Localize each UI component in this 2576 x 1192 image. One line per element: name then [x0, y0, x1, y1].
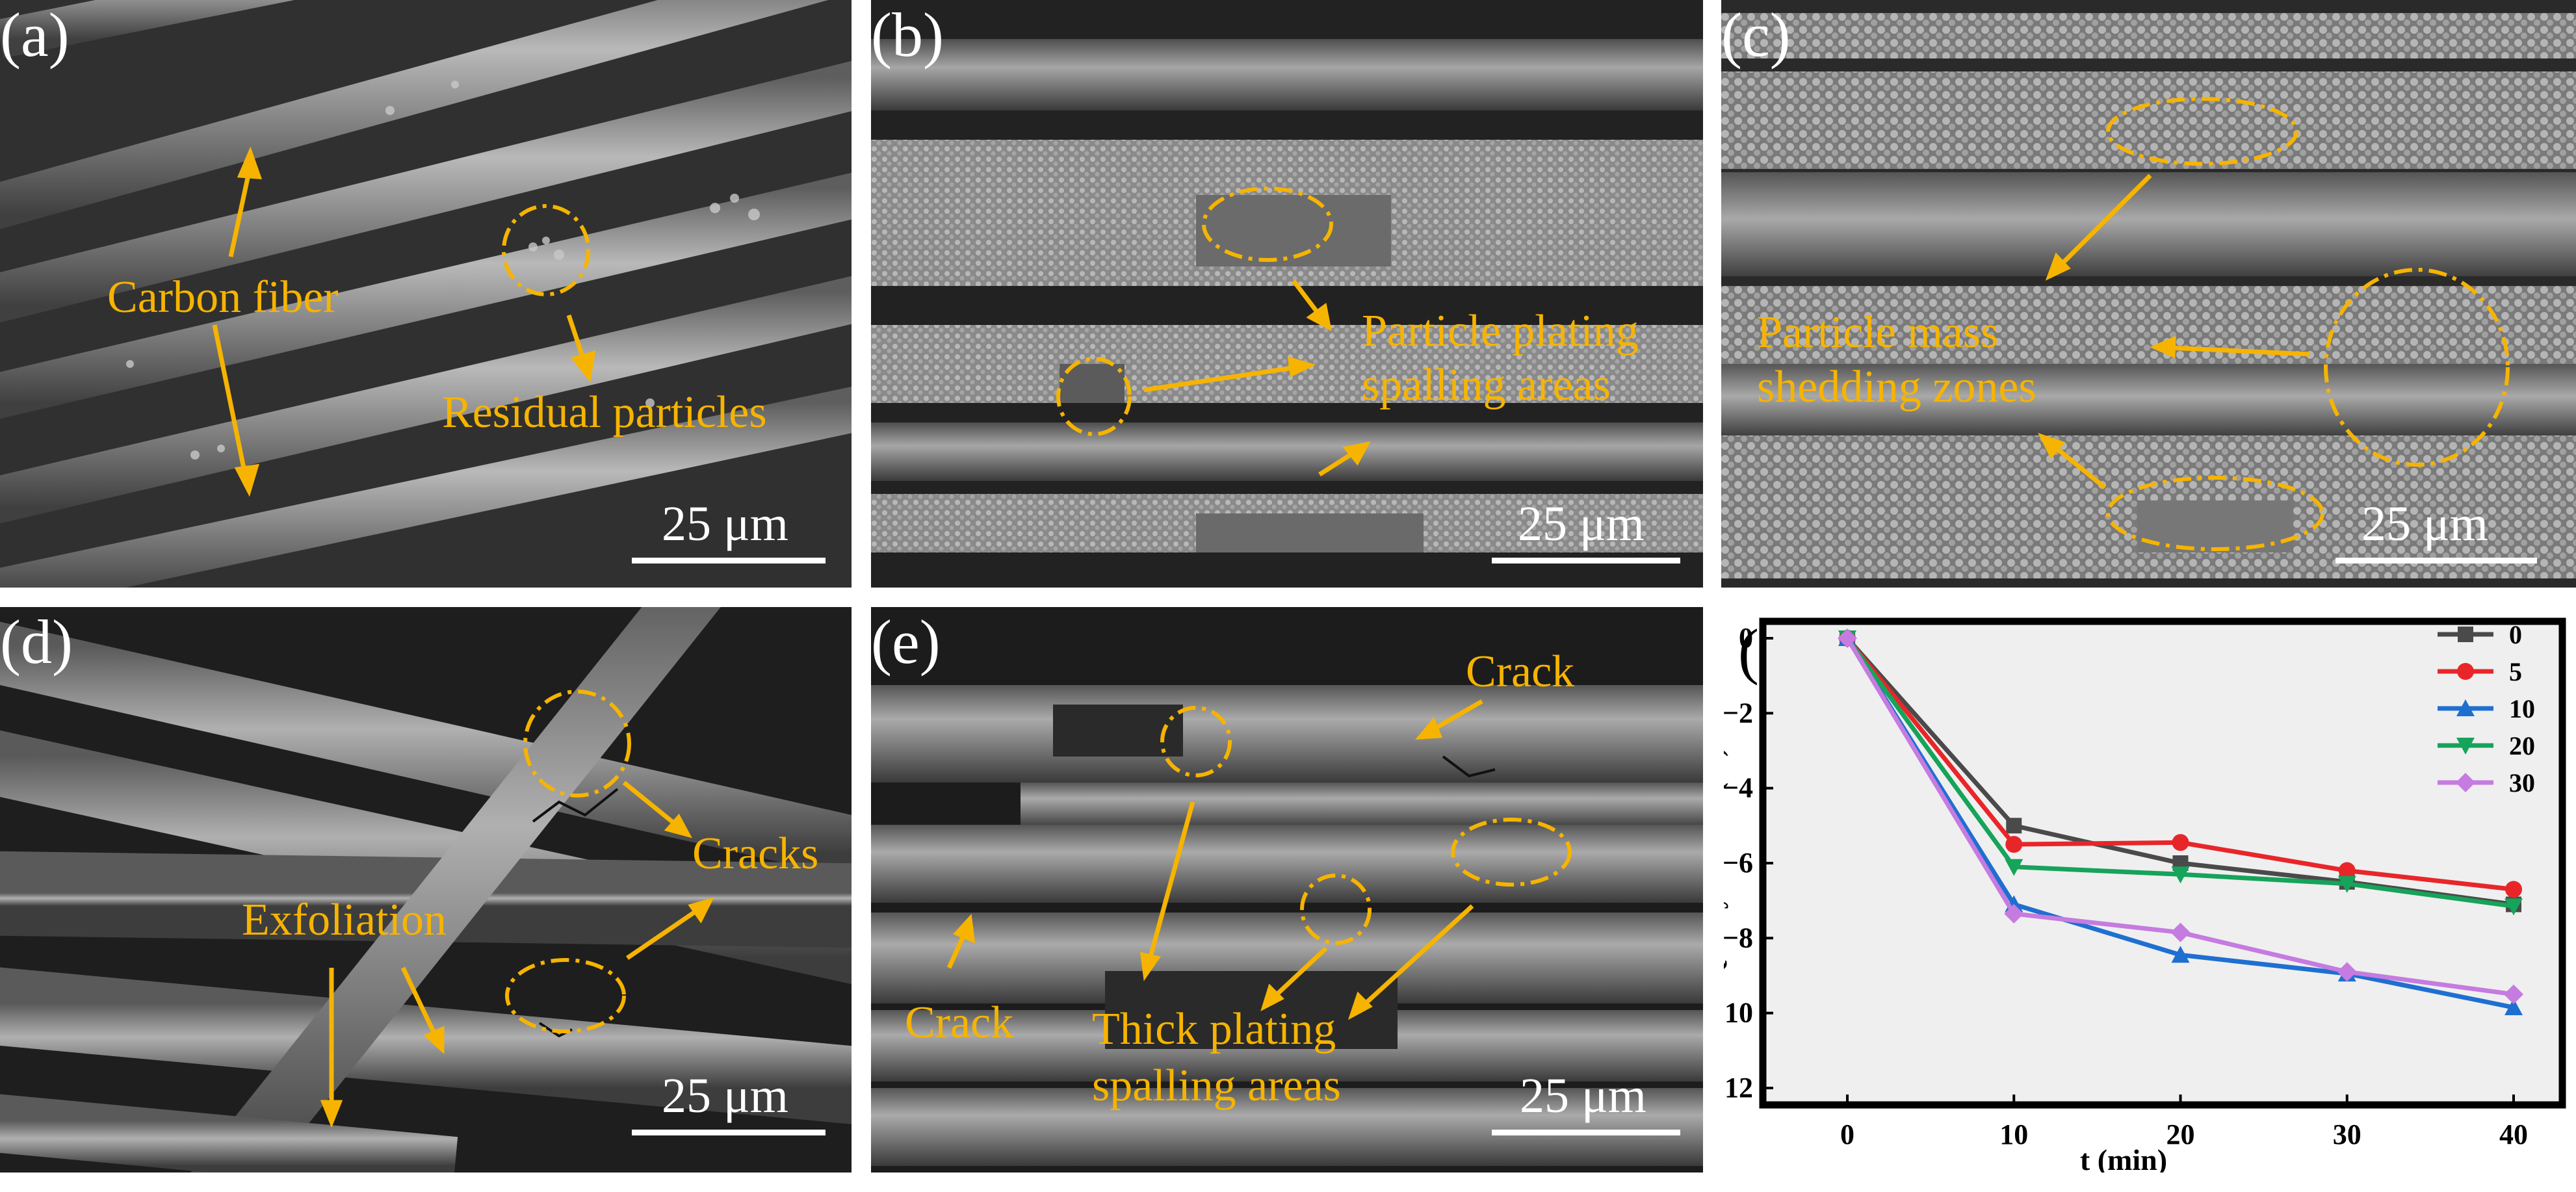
y-tick-label: −6 — [1724, 847, 1753, 879]
legend-marker — [2457, 663, 2474, 680]
sem-panel-e: (e) Crack Crack Thick plating spalling a… — [871, 607, 1703, 1173]
scale-bar-label-e: 25 μm — [1520, 1069, 1646, 1123]
annotation-particle-mass: Particle mass — [1757, 307, 1999, 357]
y-axis-label: Quality loss rate (%) — [1724, 748, 1728, 980]
annotation-crack-top: Crack — [1466, 647, 1575, 697]
sem-panel-d: (d) Cracks Exfoliation 25 μm — [0, 607, 852, 1173]
y-tick-label: −10 — [1724, 997, 1753, 1029]
data-point-20 — [2337, 875, 2356, 893]
scale-bar-label-d: 25 μm — [662, 1069, 788, 1123]
legend-label: 20 — [2509, 731, 2535, 760]
sem-image-e — [871, 607, 1703, 1173]
legend-marker — [2456, 699, 2475, 716]
scale-bar-c — [2335, 558, 2537, 564]
scale-bar-a — [632, 558, 826, 564]
scale-bar-b — [1492, 558, 1680, 564]
y-tick-label: −12 — [1724, 1072, 1753, 1104]
annotation-spalling-areas-e: spalling areas — [1092, 1061, 1341, 1111]
scale-bar-label-a: 25 μm — [662, 497, 788, 551]
legend-label: 0 — [2509, 620, 2522, 649]
x-tick-label: 0 — [1840, 1119, 1854, 1150]
panel-label-b: (b) — [871, 0, 944, 70]
data-point-10 — [2504, 998, 2523, 1016]
legend-label: 5 — [2509, 657, 2522, 686]
y-tick-label: 0 — [1739, 622, 1753, 654]
panel-label-a: (a) — [0, 0, 70, 70]
panel-label-e: (e) — [871, 607, 941, 677]
annotation-thick-plating: Thick plating — [1092, 1004, 1336, 1054]
annotation-shedding-zones: shedding zones — [1757, 362, 2036, 412]
data-point-5 — [2172, 834, 2189, 851]
panel-label-d: (d) — [0, 607, 73, 677]
scale-bar-label-c: 25 μm — [2361, 497, 2488, 551]
y-tick-label: −8 — [1724, 922, 1753, 953]
scale-bar-label-b: 25 μm — [1518, 497, 1645, 551]
annotation-carbon-fiber: Carbon fiber — [107, 272, 339, 322]
annotation-particle-plating: Particle plating — [1362, 306, 1639, 356]
legend-marker — [2458, 627, 2473, 642]
annotation-overlay-e — [946, 699, 1572, 1020]
data-point-30 — [1838, 628, 1857, 648]
sem-panel-b: (b) Particle plating spalling areas 25 μ… — [871, 0, 1703, 588]
annotation-exfoliation: Exfoliation — [242, 895, 447, 945]
data-point-20 — [2005, 859, 2023, 876]
scale-bar-e — [1492, 1130, 1680, 1135]
legend-marker — [2456, 773, 2475, 792]
sem-image-b — [871, 0, 1703, 588]
panel-label-c: (c) — [1721, 0, 1791, 70]
legend-label: 10 — [2509, 694, 2535, 723]
annotation-overlay-d — [320, 690, 714, 1128]
sem-image-a — [0, 0, 852, 588]
x-tick-label: 40 — [2499, 1119, 2528, 1150]
data-point-30 — [2170, 922, 2191, 942]
data-point-20 — [2171, 866, 2190, 884]
data-point-30 — [2337, 962, 2357, 982]
sem-panel-a: (a) Carbon fiber Residual particles 25 μ… — [0, 0, 852, 588]
y-tick-label: −2 — [1724, 697, 1753, 729]
x-axis-label: t (min) — [2080, 1143, 2167, 1173]
annotation-overlay-a — [212, 146, 596, 497]
data-point-0 — [2006, 818, 2022, 834]
annotation-crack-left: Crack — [905, 998, 1014, 1048]
y-tick-label: −4 — [1724, 772, 1753, 804]
annotation-residual-particles: Residual particles — [442, 387, 767, 437]
scale-bar-d — [632, 1130, 826, 1135]
data-point-10 — [2171, 946, 2190, 963]
annotation-spalling-areas: spalling areas — [1362, 360, 1611, 410]
data-point-30 — [2504, 984, 2523, 1004]
annotation-overlay-c — [2038, 97, 2510, 551]
data-point-20 — [2504, 898, 2523, 916]
x-tick-label: 20 — [2166, 1119, 2195, 1150]
annotation-overlay-b — [1056, 187, 1371, 476]
x-tick-label: 30 — [2333, 1119, 2361, 1150]
legend-marker — [2456, 738, 2475, 755]
sem-image-c — [1721, 0, 2576, 588]
data-point-5 — [2005, 836, 2023, 853]
data-point-5 — [2338, 862, 2356, 879]
annotation-cracks: Cracks — [692, 829, 819, 879]
sem-panel-c: (c) Particle mass shedding zones 25 μm — [1721, 0, 2576, 588]
legend-label: 30 — [2509, 768, 2535, 797]
data-point-30 — [2004, 903, 2024, 924]
x-tick-label: 10 — [1999, 1119, 2028, 1150]
data-point-5 — [2505, 881, 2522, 898]
